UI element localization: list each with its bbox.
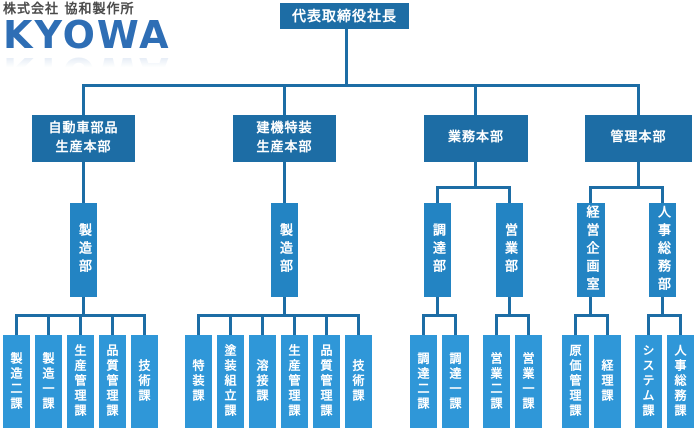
connector-drop-sec xyxy=(606,314,609,335)
section-box-welding: 溶接課 xyxy=(249,335,276,428)
connector-drop-hq-1 xyxy=(82,84,85,115)
brand-name-text: KYOWA xyxy=(3,13,171,57)
connector-stem-hq1-dept xyxy=(82,162,85,203)
connector-drop-sec xyxy=(679,314,682,335)
connector-drop-sec xyxy=(293,314,296,335)
dept-box-hr-general-affairs: 人事総務部 xyxy=(649,203,676,297)
connector-drop-sec xyxy=(143,314,146,335)
brand-reflection-text: KYOWA xyxy=(3,53,243,69)
connector-stem-mfg2-sections xyxy=(283,297,286,317)
section-box-production-control-b: 生産管理課 xyxy=(281,335,308,428)
hq-box-business: 業務本部 xyxy=(424,115,528,162)
connector-drop-hq-2 xyxy=(283,84,286,115)
connector-drop-sec xyxy=(229,314,232,335)
connector-drop-hq-4 xyxy=(637,84,640,115)
connector-drop-sec xyxy=(261,314,264,335)
connector-stem-planning-sections xyxy=(589,297,592,317)
section-box-engineering-a: 技術課 xyxy=(131,335,158,428)
hq-box-automotive-parts-production: 自動車部品 生産本部 xyxy=(32,115,135,162)
section-box-system: システム課 xyxy=(635,335,662,428)
connector-stem-sales-sections xyxy=(508,297,511,317)
connector-drop-sec xyxy=(647,314,650,335)
connector-drop-sec xyxy=(527,314,530,335)
section-box-painting-assembly: 塗装組立課 xyxy=(217,335,244,428)
connector-drop-sec xyxy=(197,314,200,335)
dept-box-corporate-planning: 経営企画室 xyxy=(577,203,605,297)
connector-drop-hq-3 xyxy=(474,84,477,115)
section-box-manufacturing-2ka: 製造二課 xyxy=(3,335,30,428)
connector-procurement-horizontal xyxy=(422,314,457,317)
section-box-quality-control-b: 品質管理課 xyxy=(313,335,340,428)
section-box-engineering-b: 技術課 xyxy=(345,335,372,428)
connector-drop-sec xyxy=(357,314,360,335)
section-box-quality-control-a: 品質管理課 xyxy=(99,335,126,428)
connector-drop-sec xyxy=(79,314,82,335)
connector-drop-sec xyxy=(495,314,498,335)
connector-stem-hq4 xyxy=(637,162,640,189)
section-box-production-control-a: 生産管理課 xyxy=(67,335,94,428)
dept-box-manufacturing-2: 製造部 xyxy=(271,203,298,297)
connector-hq-horizontal xyxy=(82,84,640,87)
section-box-procurement-1ka: 調達一課 xyxy=(442,335,469,428)
section-box-hr-general-affairs-ka: 人事総務課 xyxy=(667,335,694,428)
section-box-special-equipment: 特装課 xyxy=(185,335,212,428)
connector-drop-sec xyxy=(47,314,50,335)
hq-box-administration: 管理本部 xyxy=(585,115,692,162)
connector-stem-hq3 xyxy=(474,162,477,189)
president-box: 代表取締役社長 xyxy=(280,3,409,29)
connector-stem-hr-sections xyxy=(661,297,664,317)
section-box-manufacturing-1ka: 製造一課 xyxy=(35,335,62,428)
connector-drop-corporate-planning xyxy=(589,186,592,203)
dept-box-procurement: 調達部 xyxy=(424,203,451,297)
connector-sales-horizontal xyxy=(495,314,530,317)
connector-stem-mfg1-sections xyxy=(82,297,85,317)
section-box-cost-control: 原価管理課 xyxy=(562,335,589,428)
brand-reflection: KYOWA xyxy=(3,53,243,69)
connector-drop-procurement xyxy=(436,186,439,203)
connector-drop-hr-general-affairs xyxy=(661,186,664,203)
dept-box-manufacturing-1: 製造部 xyxy=(70,203,97,297)
connector-drop-sec xyxy=(574,314,577,335)
section-box-accounting: 経理課 xyxy=(594,335,621,428)
company-name-text: 株式会社 協和製作所 xyxy=(3,2,135,17)
connector-drop-sec xyxy=(454,314,457,335)
connector-president-stem xyxy=(345,29,348,85)
dept-box-sales: 営業部 xyxy=(496,203,523,297)
hq-box-construction-special-production: 建機特装 生産本部 xyxy=(233,115,336,162)
connector-drop-sec xyxy=(15,314,18,335)
connector-drop-sec xyxy=(111,314,114,335)
section-box-procurement-2ka: 調達二課 xyxy=(410,335,437,428)
connector-mfg2-horizontal xyxy=(197,314,360,317)
section-box-sales-2ka: 営業二課 xyxy=(483,335,510,428)
company-logo: 株式会社 協和製作所 KYOWA KYOWA xyxy=(3,2,243,69)
connector-drop-sec xyxy=(325,314,328,335)
connector-drop-sales xyxy=(508,186,511,203)
connector-stem-hq2-dept xyxy=(283,162,286,203)
connector-planning-horizontal xyxy=(574,314,609,317)
connector-hr-horizontal xyxy=(647,314,682,317)
connector-hq3-horizontal xyxy=(436,186,511,189)
connector-hq4-horizontal xyxy=(589,186,664,189)
connector-drop-sec xyxy=(422,314,425,335)
connector-stem-procurement-sections xyxy=(436,297,439,317)
section-box-sales-1ka: 営業一課 xyxy=(515,335,542,428)
